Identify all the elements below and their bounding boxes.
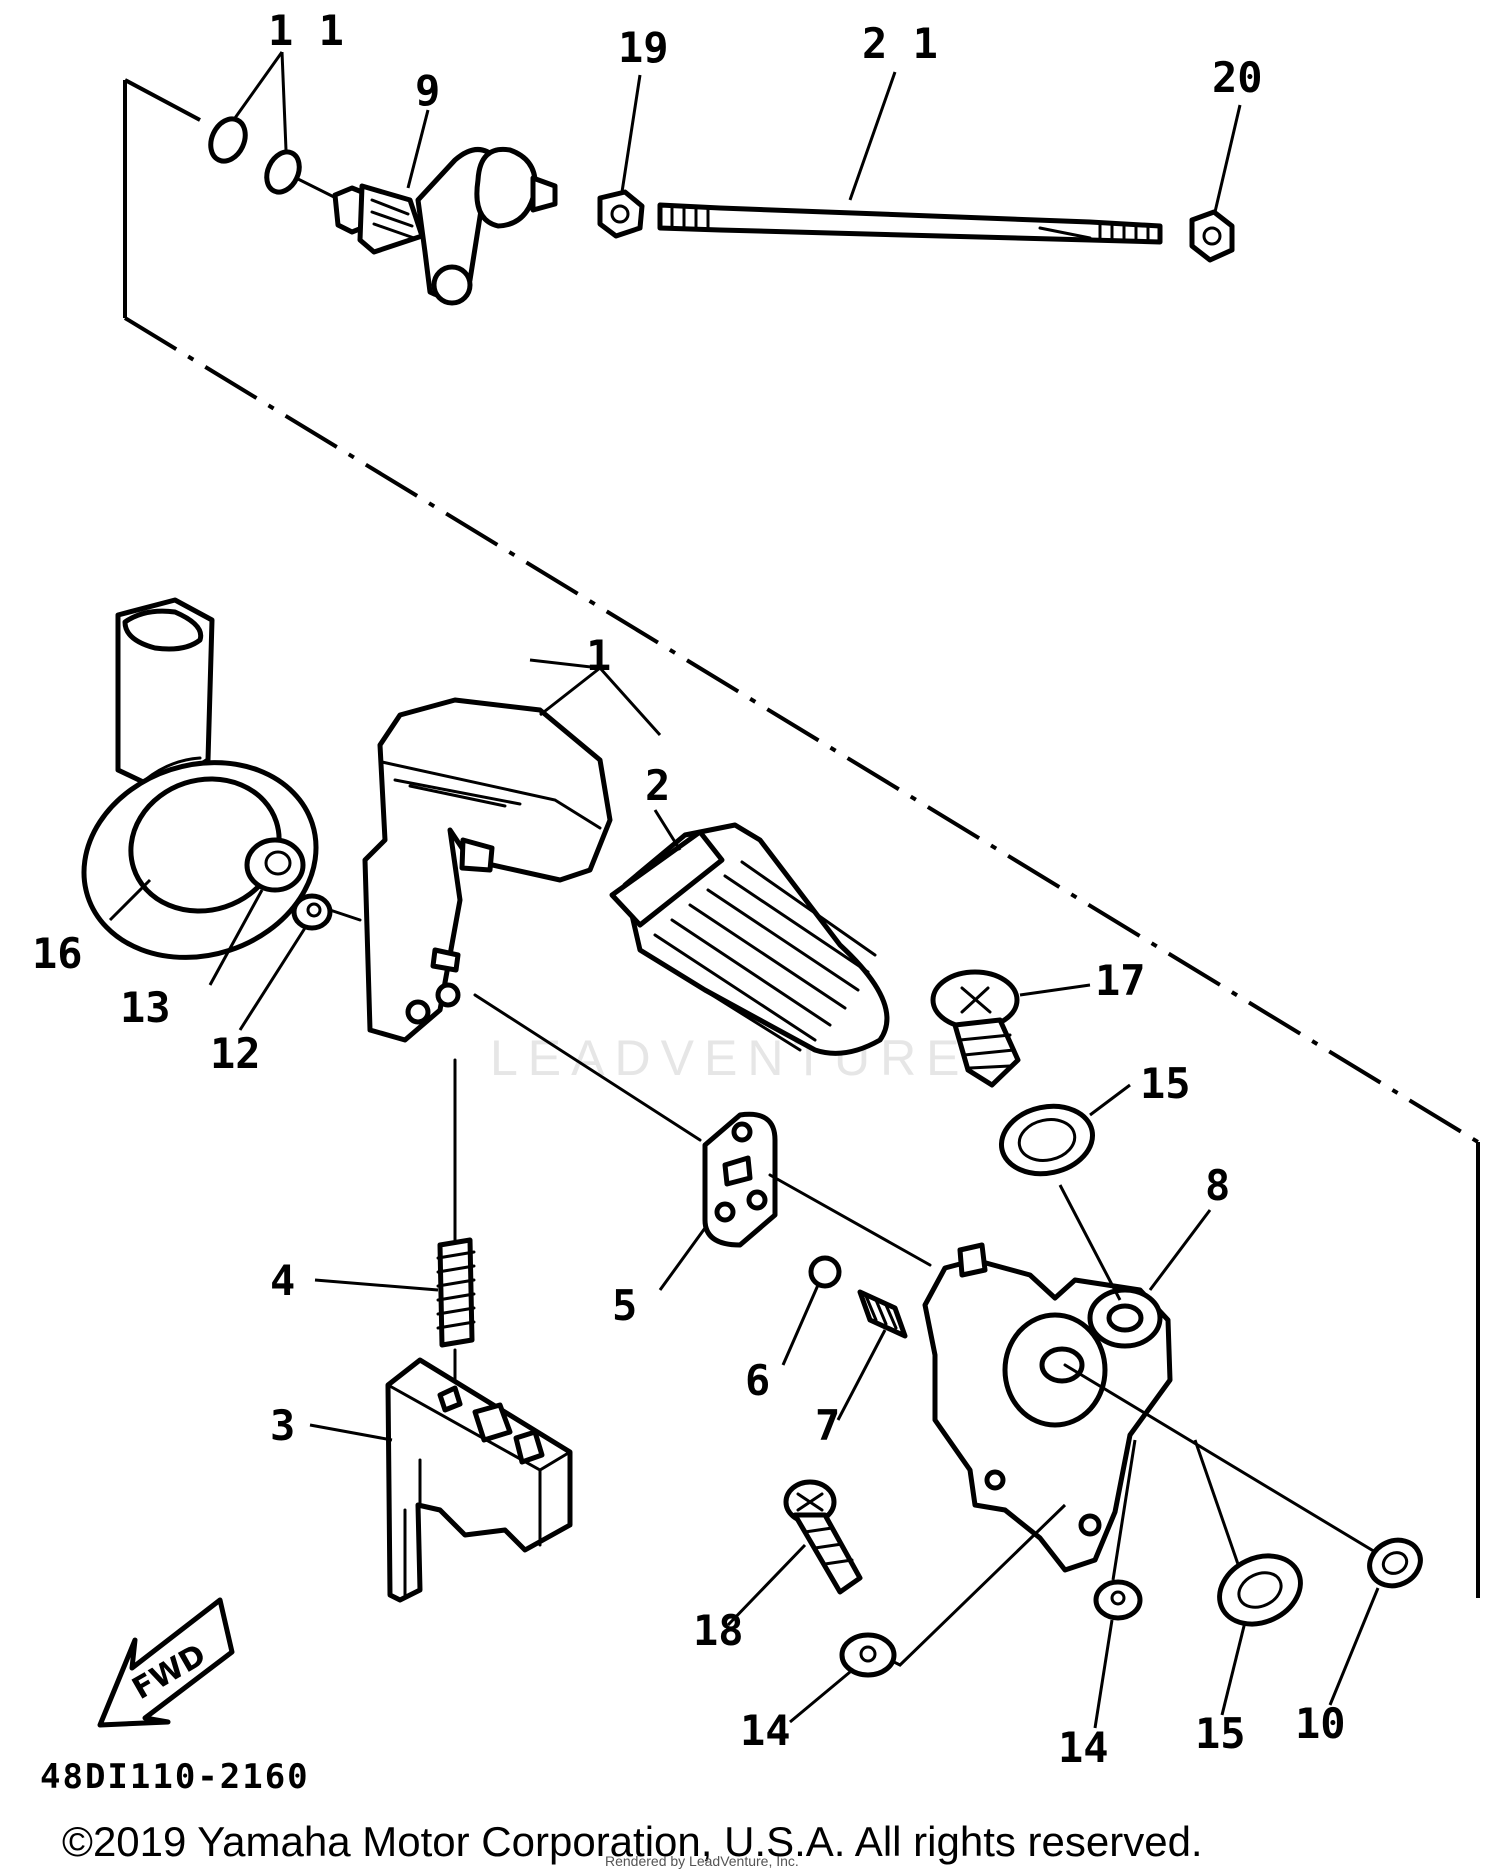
part-16-intake-duct (81, 597, 319, 960)
axis-line-2 (768, 1173, 932, 1267)
label-part-12: 12 (210, 1029, 261, 1078)
part-2-filter-element (609, 809, 890, 1056)
rendered-by-text: Rendered by LeadVenture, Inc. (605, 1853, 799, 1869)
label-part-7: 7 (815, 1401, 840, 1450)
leader-14-lower (1111, 1439, 1137, 1581)
label-part-16: 16 (32, 929, 83, 978)
label-part-8: 8 (1205, 1161, 1230, 1210)
part-5-plate (658, 1111, 778, 1291)
fwd-arrow-icon: FWD (97, 1597, 235, 1728)
part-18-bolt (726, 1479, 863, 1627)
label-part-20: 20 (1212, 53, 1263, 102)
part-10-o-ring (1328, 1537, 1423, 1706)
part-20-nut (1189, 104, 1242, 263)
label-part-6: 6 (745, 1356, 770, 1405)
label-part-19: 19 (618, 23, 669, 72)
label-part-15-lower: 15 (1195, 1709, 1246, 1758)
axis-line-3 (1063, 1363, 1407, 1572)
part-12-washer (238, 893, 362, 1031)
label-part-10: 10 (1295, 1699, 1346, 1748)
label-part-9: 9 (415, 66, 440, 115)
label-part-11: 1 1 (268, 6, 344, 55)
part-15-gasket-lower (1217, 1553, 1303, 1716)
watermark-text: LEADVENTURE (490, 1030, 970, 1086)
label-part-21: 2 1 (862, 19, 938, 68)
label-part-2: 2 (645, 761, 670, 810)
part-7-spring (836, 1289, 908, 1421)
label-part-13: 13 (120, 983, 171, 1032)
label-part-14-right: 14 (1058, 1723, 1109, 1772)
label-part-18: 18 (693, 1606, 744, 1655)
part-6-ball (781, 1255, 842, 1366)
label-part-14-left: 14 (740, 1706, 791, 1755)
copyright-text: ©2019 Yamaha Motor Corporation, U.S.A. A… (62, 1818, 1203, 1865)
part-9-lever (294, 109, 558, 306)
label-part-5: 5 (612, 1281, 637, 1330)
axis-line (473, 993, 702, 1142)
part-14-washer-right (1093, 1579, 1143, 1729)
part-21-rod (657, 71, 1163, 245)
label-part-4: 4 (270, 1256, 295, 1305)
label-part-15-upper: 15 (1140, 1059, 1191, 1108)
assembly-frame (123, 78, 1480, 1598)
part-4-spring (314, 1058, 476, 1397)
part-3-block (309, 1357, 573, 1603)
part-8-housing (922, 1209, 1212, 1573)
label-part-17: 17 (1095, 956, 1146, 1005)
part-14-washer-left (789, 1632, 897, 1724)
label-part-1: 1 (586, 631, 611, 680)
part-1-silencer-case (362, 658, 662, 1043)
diagram-code: 48DI110-2160 (40, 1757, 310, 1797)
part-15-gasket-upper (998, 1083, 1131, 1177)
label-part-3: 3 (270, 1401, 295, 1450)
part-19-nut (597, 74, 645, 239)
leader-15-upper (1058, 1184, 1122, 1301)
callout-labels: 1 1 9 19 2 1 20 1 2 16 13 12 17 15 8 4 5… (32, 6, 1346, 1772)
part-17-screw (930, 969, 1091, 1088)
leader-15-lower (1193, 1439, 1242, 1571)
part-13-collar (208, 837, 306, 986)
part-11-o-rings (208, 51, 302, 195)
